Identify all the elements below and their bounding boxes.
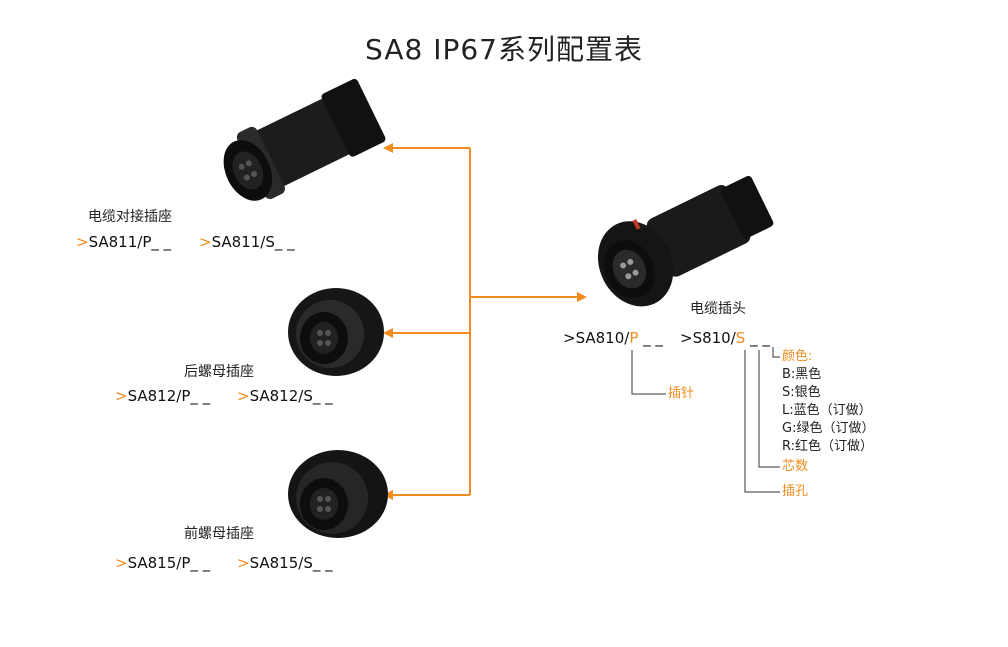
legend-pin: 插针 xyxy=(668,386,695,401)
cable-socket-image xyxy=(223,78,386,201)
code-cable-socket-p: >SA811/P_ _ xyxy=(76,233,172,251)
code-front-nut-socket-p: >SA815/P_ _ xyxy=(115,554,211,572)
code-plug-p: >SA810/P _ _ xyxy=(563,329,663,347)
rear-nut-socket-image xyxy=(288,288,384,376)
product-name-rear-nut-socket: 后螺母插座 xyxy=(184,364,254,380)
legend-color-3: G:绿色（订做） xyxy=(782,421,875,436)
product-name-cable-plug: 电缆插头 xyxy=(690,301,746,317)
code-cable-socket-s: >SA811/S_ _ xyxy=(199,233,295,251)
code-front-nut-socket-s: >SA815/S_ _ xyxy=(237,554,333,572)
code-rear-nut-socket-p: >SA812/P_ _ xyxy=(115,387,211,405)
legend-socket-hole: 插孔 xyxy=(782,484,809,499)
pin-legend-line xyxy=(631,350,666,395)
page-title: SA8 IP67系列配置表 xyxy=(365,33,643,66)
code-rear-nut-socket-s: >SA812/S_ _ xyxy=(237,387,333,405)
cable-plug-image xyxy=(597,175,774,307)
product-name-front-nut-socket: 前螺母插座 xyxy=(184,526,254,542)
code-plug-s: >S810/S _ _ xyxy=(680,329,770,347)
count-legend-line xyxy=(758,350,780,468)
legend-color-title: 颜色: xyxy=(782,349,813,364)
legend-color-4: R:红色（订做） xyxy=(782,439,874,454)
legend-color-0: B:黑色 xyxy=(782,367,822,382)
hole-legend-line xyxy=(744,350,780,493)
legend-pin-count: 芯数 xyxy=(782,459,809,474)
legend-color-2: L:蓝色（订做） xyxy=(782,403,872,418)
front-nut-socket-image xyxy=(288,450,388,538)
color-legend-line xyxy=(772,347,780,358)
product-name-cable-socket: 电缆对接插座 xyxy=(88,209,172,225)
legend-color-1: S:银色 xyxy=(782,385,821,400)
